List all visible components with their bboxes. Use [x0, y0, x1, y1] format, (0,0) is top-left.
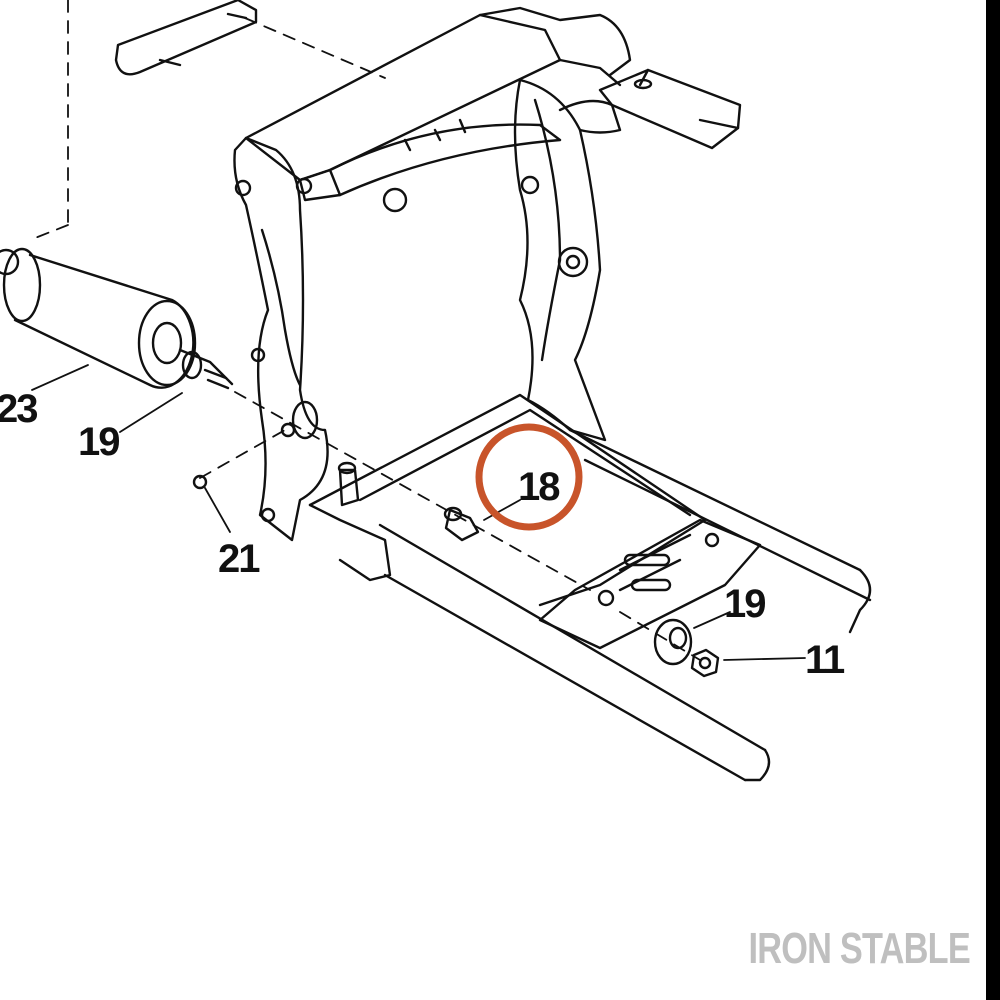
leader-lines [31, 364, 806, 661]
callout-19-left: 19 [78, 420, 119, 464]
frame-right-upright [513, 78, 607, 442]
filter-canister [0, 247, 234, 390]
frame-base [308, 393, 707, 607]
dashed-guide-lines [29, 0, 701, 661]
page-right-border [986, 0, 1000, 1000]
mounting-bracket [538, 518, 762, 650]
top-left-part [114, 0, 258, 76]
small-screw [192, 474, 208, 490]
receiver-tube [558, 68, 742, 150]
callout-23: 23 [0, 387, 37, 431]
callout-11: 11 [805, 638, 845, 682]
frame-left-upright [233, 136, 329, 542]
brand-watermark: IRON STABLE [748, 924, 971, 973]
highlight-circle [475, 423, 583, 531]
callout-19-right: 19 [724, 582, 765, 626]
hex-nut [690, 648, 720, 678]
spacer-tube [443, 506, 480, 542]
callout-18: 18 [518, 465, 560, 509]
callout-21: 21 [218, 537, 260, 581]
frame-rails [378, 428, 872, 782]
washer-right [653, 618, 693, 666]
frame-top-crossmember [234, 6, 632, 213]
